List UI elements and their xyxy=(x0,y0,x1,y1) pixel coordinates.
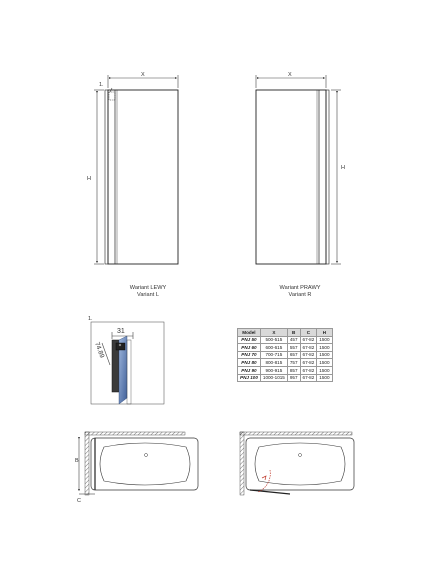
bathtub-basin-right xyxy=(254,442,346,486)
table-row: PNJ 60 600-615 557 67-82 1500 xyxy=(237,343,333,352)
dim-74-89: 74.89 xyxy=(93,341,105,359)
bathtub-basin-left xyxy=(99,442,191,486)
glass-panel-open xyxy=(249,489,291,495)
variant-right-name-pl: Wariant PRAWY xyxy=(279,285,321,291)
drain-left xyxy=(144,453,148,457)
cell-x: 500-515 xyxy=(259,335,288,345)
detail-marker-left: 1. xyxy=(99,82,104,88)
wall-profile-left xyxy=(104,89,109,265)
plan-view-right xyxy=(239,431,355,496)
table-row: PNJ 70 700-715 657 67-82 1500 xyxy=(237,350,333,360)
glass-panel-right xyxy=(255,89,327,265)
cell-b: 857 xyxy=(286,365,301,375)
dim-x-left: X xyxy=(141,72,145,78)
swing-arc xyxy=(257,469,271,493)
cell-h: 1500 xyxy=(316,350,333,360)
wall-top-left xyxy=(84,431,186,436)
cell-h: 1500 xyxy=(316,365,333,375)
glass-panel-left xyxy=(107,89,179,265)
variant-left-name-pl: Wariant LEWY xyxy=(129,285,167,291)
cell-x: 600-615 xyxy=(259,343,288,352)
cell-b: 757 xyxy=(286,358,301,367)
wall-side-left xyxy=(84,431,90,496)
cell-c: 67-82 xyxy=(299,350,318,360)
col-x: X xyxy=(259,328,288,337)
dim-b: B xyxy=(75,458,79,464)
cell-c: 67-82 xyxy=(299,373,318,383)
col-model: Model xyxy=(237,328,261,337)
cell-model: PNJ 60 xyxy=(237,343,261,352)
detail-1-marker: 1. xyxy=(88,316,93,322)
table-row: PNJ 90 900-915 857 67-82 1500 xyxy=(237,365,333,375)
cell-model: PNJ 70 xyxy=(237,350,261,360)
cell-model: PNJ 90 xyxy=(237,365,261,375)
cell-x: 900-915 xyxy=(259,365,288,375)
cell-x: 800-815 xyxy=(259,358,288,367)
variant-left-label: Wariant LEWY Variant L xyxy=(118,285,178,299)
cell-x: 1000-1015 xyxy=(259,373,288,383)
cell-x: 700-715 xyxy=(259,350,288,360)
dim-x-right: X xyxy=(288,72,292,78)
cell-c: 67-82 xyxy=(299,358,318,367)
detail-circle-left xyxy=(108,91,116,101)
table-row: PNJ 80 800-815 757 67-82 1500 xyxy=(237,358,333,367)
cell-model: PNJ 80 xyxy=(237,358,261,367)
detail-1: 1. 31 74.89 xyxy=(88,316,165,405)
cell-h: 1500 xyxy=(316,343,333,352)
dim-31: 31 xyxy=(117,328,125,335)
cell-c: 67-82 xyxy=(299,335,318,345)
dim-h-right: H xyxy=(341,165,345,171)
detail-hinge-block xyxy=(115,342,126,351)
cell-b: 557 xyxy=(286,343,301,352)
col-h: H xyxy=(316,328,333,337)
dim-c: C xyxy=(77,498,81,504)
bathtub-right xyxy=(245,437,355,491)
cell-b: 957 xyxy=(286,373,301,383)
dim-h-left: H xyxy=(87,176,91,182)
table-row: PNJ 50 500-515 457 67-82 1500 xyxy=(237,335,333,345)
cell-h: 1500 xyxy=(316,358,333,367)
front-view-left: 1. X H xyxy=(87,72,179,265)
drain-right xyxy=(298,453,302,457)
spec-table: Model X B C H PNJ 50 500-515 457 67-82 1… xyxy=(237,328,333,383)
variant-right-label: Wariant PRAWY Variant R xyxy=(265,285,335,299)
plan-view-left: B C xyxy=(75,431,199,504)
bathtub-left xyxy=(90,437,199,491)
cell-b: 657 xyxy=(286,350,301,360)
swing-arrow-icon xyxy=(261,475,267,481)
variant-left-name-en: Variant L xyxy=(137,292,159,298)
cell-c: 67-82 xyxy=(299,365,318,375)
col-c: C xyxy=(299,328,318,337)
table-row: PNJ 100 1000-1015 957 67-82 1500 xyxy=(237,373,333,383)
wall-profile-right xyxy=(325,89,330,265)
cell-c: 67-82 xyxy=(299,343,318,352)
front-view-right: X H xyxy=(255,72,345,265)
wall-side-right xyxy=(239,431,245,496)
variant-right-name-en: Variant R xyxy=(288,292,312,298)
wall-top-right xyxy=(239,431,353,436)
cell-model: PNJ 100 xyxy=(237,373,261,383)
cell-model: PNJ 50 xyxy=(237,335,261,345)
table-header-row: Model X B C H xyxy=(237,328,333,337)
detail-frame xyxy=(90,321,165,405)
cell-h: 1500 xyxy=(316,335,333,345)
cell-h: 1500 xyxy=(316,373,333,383)
cell-b: 457 xyxy=(286,335,301,345)
col-b: B xyxy=(286,328,301,337)
